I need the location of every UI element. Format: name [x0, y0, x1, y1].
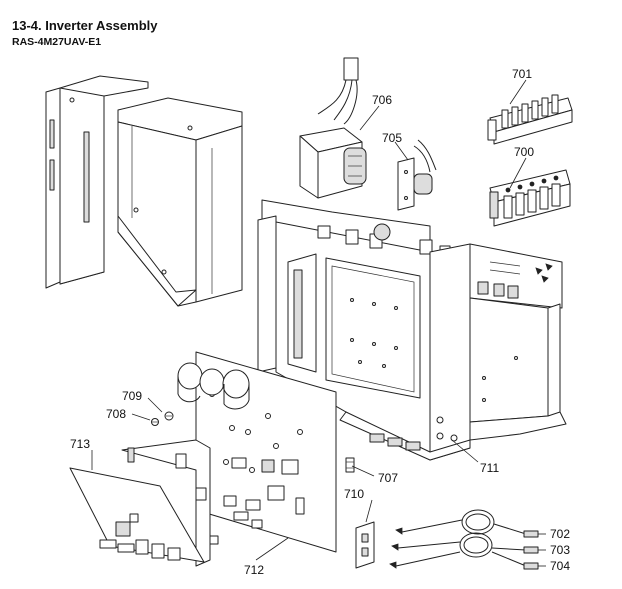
diagram-title: 13-4. Inverter Assembly — [12, 18, 158, 33]
label-711: 711 — [480, 461, 499, 475]
duct-cover — [117, 97, 243, 307]
label-708: 708 — [106, 407, 126, 421]
part-labels: 701 706 705 700 709 708 713 711 707 710 … — [70, 67, 570, 577]
label-713: 713 — [70, 437, 90, 451]
label-709: 709 — [122, 389, 142, 403]
reactor-706 — [299, 57, 367, 199]
label-712: 712 — [244, 563, 264, 577]
label-702: 702 — [550, 527, 570, 541]
label-701: 701 — [512, 67, 532, 81]
main-chassis — [257, 199, 567, 461]
screw-708 — [151, 418, 159, 426]
label-704: 704 — [550, 559, 570, 573]
transformer-705 — [397, 139, 437, 211]
label-707: 707 — [378, 471, 398, 485]
label-700: 700 — [514, 145, 534, 159]
label-706: 706 — [372, 93, 392, 107]
pcb-713 — [69, 439, 219, 567]
fuse-707 — [345, 457, 355, 473]
leader-lines — [91, 79, 546, 567]
model-number: RAS-4M27UAV-E1 — [12, 36, 102, 48]
label-703: 703 — [550, 543, 570, 557]
screw-709 — [164, 411, 174, 421]
small-board-710 — [355, 521, 375, 569]
left-side-bracket — [45, 75, 149, 289]
label-710: 710 — [344, 487, 364, 501]
label-705: 705 — [382, 131, 402, 145]
wire-harness-702-704 — [389, 509, 539, 570]
terminal-block-701 — [487, 94, 573, 145]
terminal-block-700 — [489, 169, 571, 227]
pcb-712 — [177, 351, 337, 553]
